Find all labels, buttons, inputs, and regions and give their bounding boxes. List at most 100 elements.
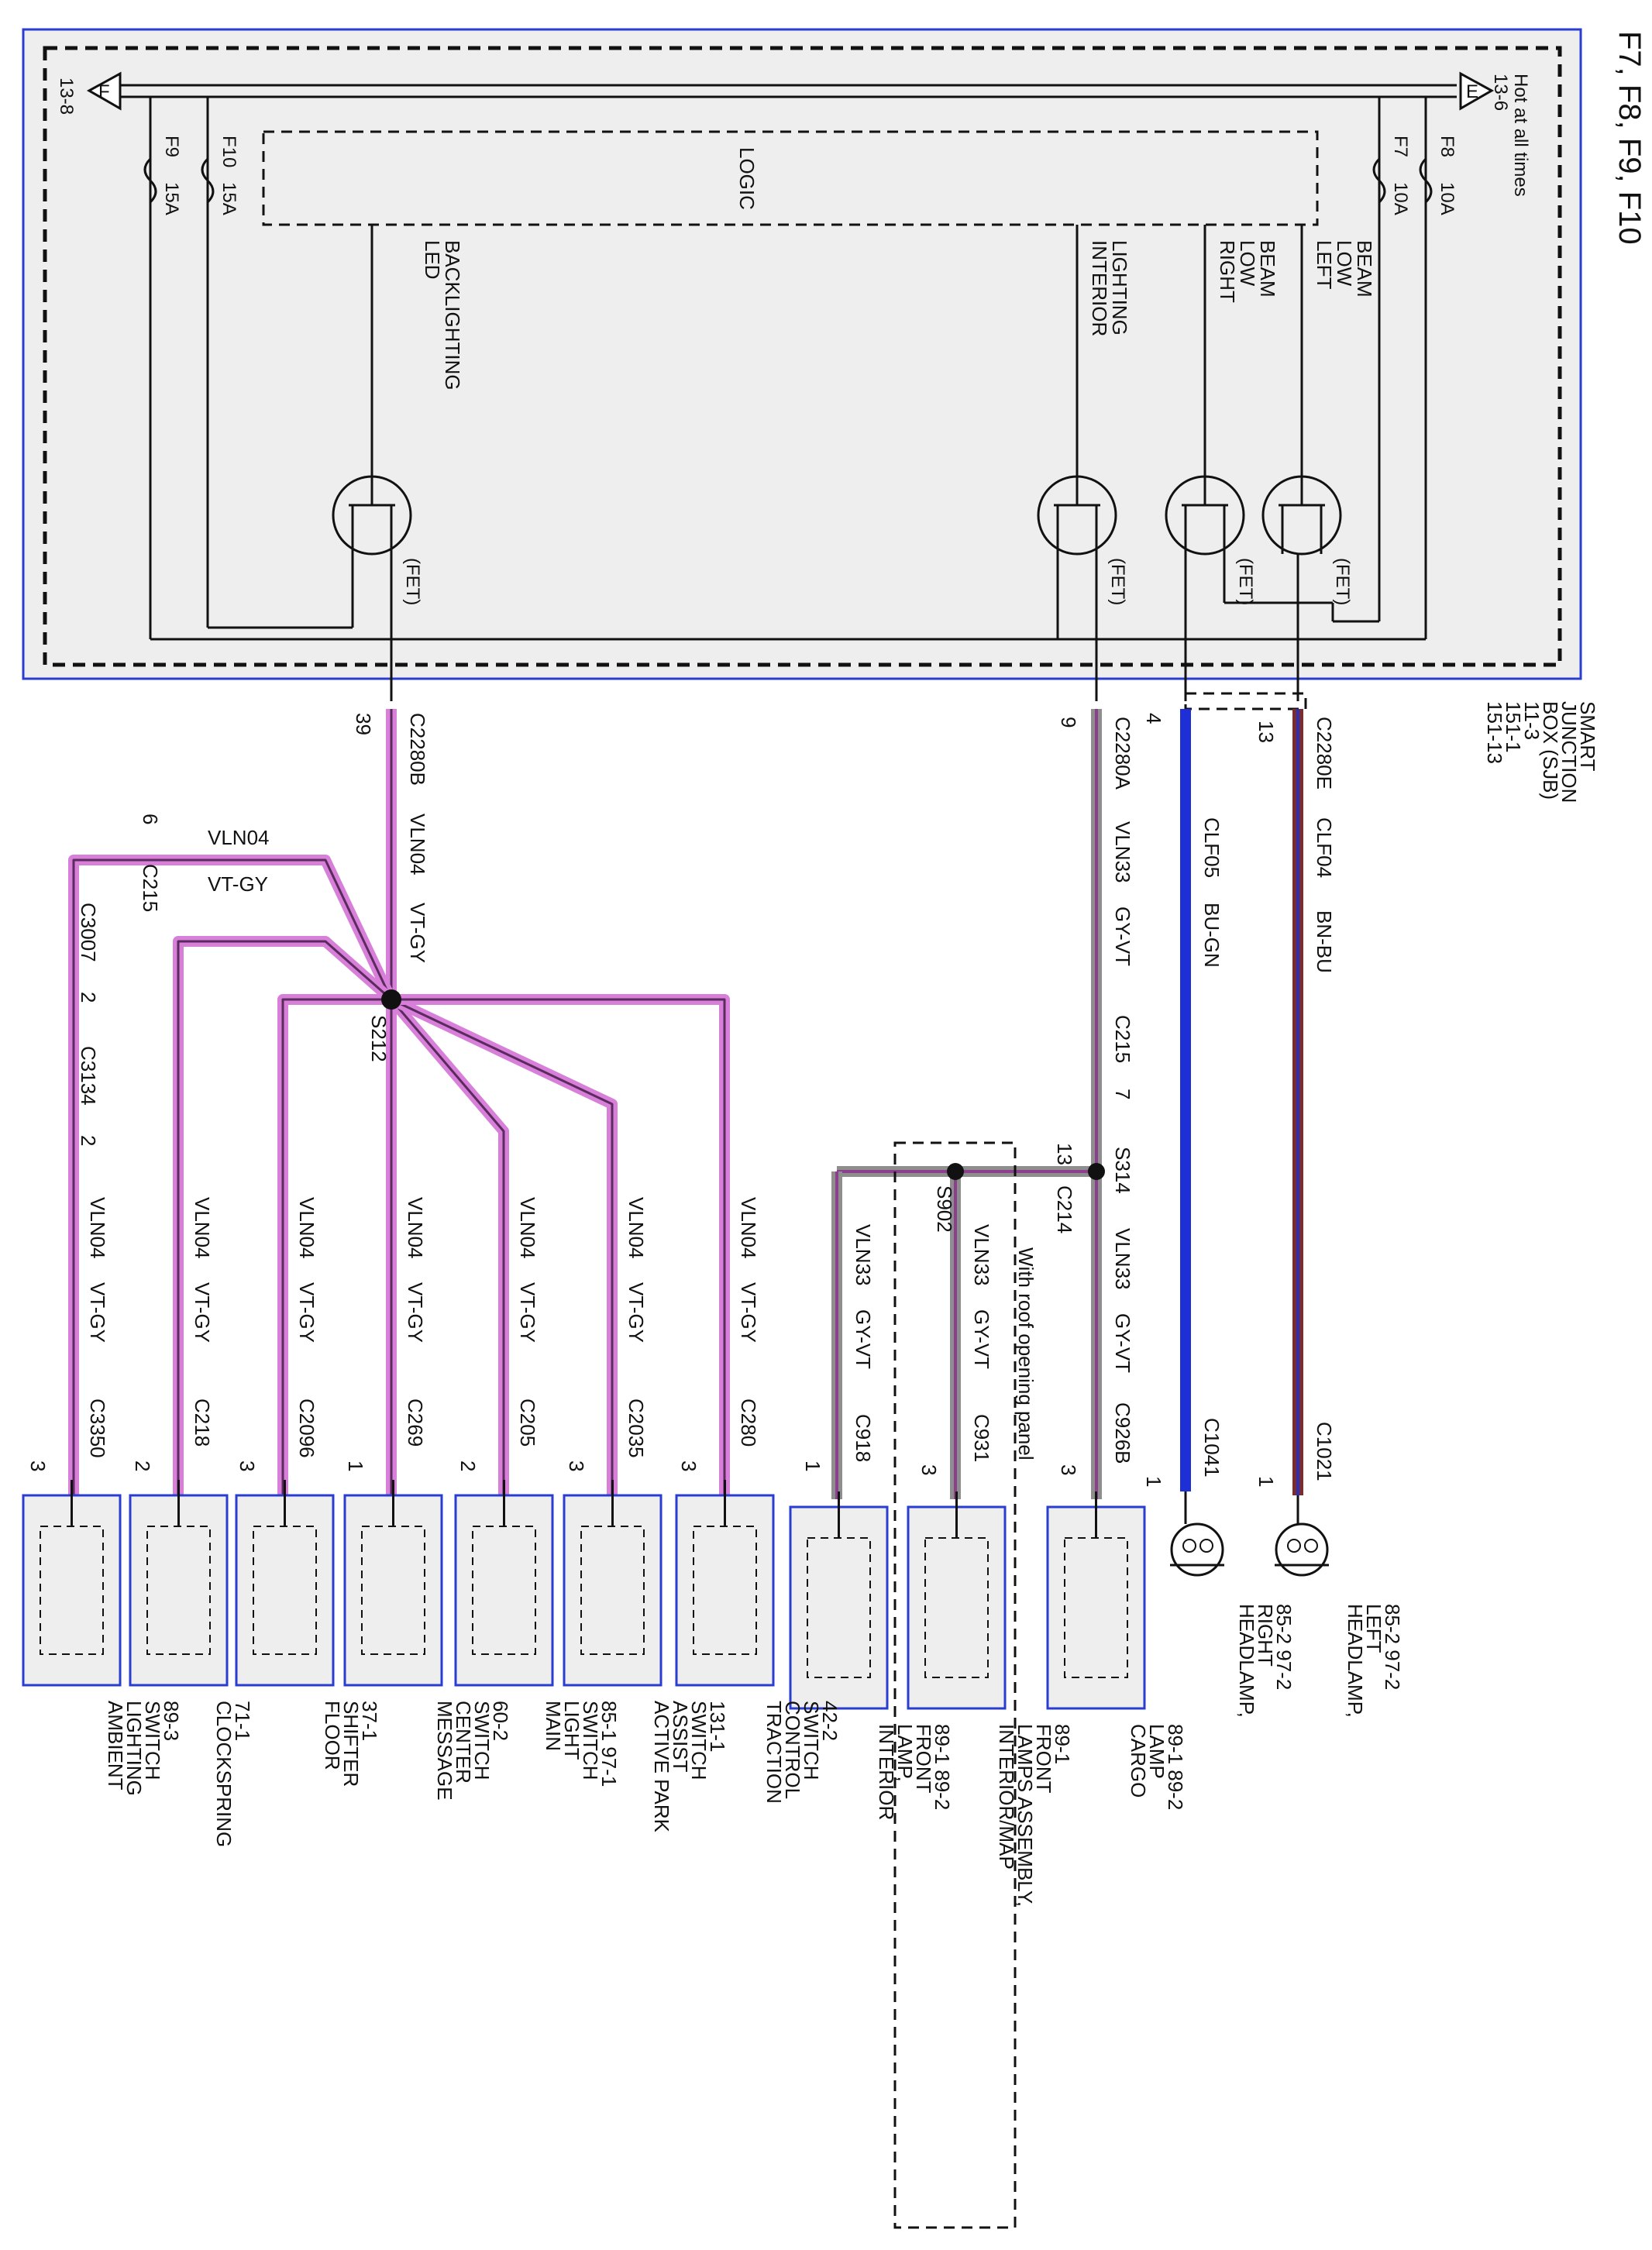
svg-text:10A: 10A — [1437, 182, 1458, 215]
clf05-pin: 4 — [1142, 713, 1165, 724]
svg-text:85-2 97-2: 85-2 97-2 — [1381, 1604, 1404, 1690]
svg-text:VT-GY: VT-GY — [191, 1282, 214, 1343]
svg-text:42-2: 42-2 — [818, 1701, 841, 1741]
label-right-low-beam: RIGHT LOW BEAM — [1216, 240, 1279, 303]
svg-text:E: E — [1466, 81, 1478, 102]
vln04-branch-pin: 2 — [131, 1460, 154, 1471]
fet-left-low-beam: (FET) — [1261, 225, 1353, 701]
svg-text:VT-GY: VT-GY — [406, 903, 429, 963]
svg-text:SWITCH: SWITCH — [141, 1701, 164, 1780]
svg-text:C205: C205 — [516, 1399, 539, 1447]
vln04-trunk-labels: C2280B VLN04 VT-GY — [406, 713, 429, 963]
svg-text:BEAM: BEAM — [1353, 240, 1376, 298]
svg-text:VLN04: VLN04 — [86, 1197, 109, 1259]
svg-text:ASSIST: ASSIST — [669, 1701, 692, 1773]
fet-backlighting: (FET) — [332, 225, 423, 701]
c918-pin: 1 — [801, 1460, 824, 1471]
svg-text:SWITCH: SWITCH — [579, 1701, 602, 1780]
diagram-title: F7, F8, F9, F10 — [1612, 31, 1647, 245]
headlamp-right-icon — [1170, 1491, 1224, 1577]
svg-text:F8: F8 — [1437, 136, 1458, 157]
svg-text:BACKLIGHTING: BACKLIGHTING — [441, 240, 464, 390]
roof-panel-region — [893, 1141, 1017, 2229]
svg-text:VT-GY: VT-GY — [404, 1282, 427, 1343]
svg-text:C931: C931 — [970, 1414, 993, 1462]
svg-text:C1041: C1041 — [1200, 1418, 1224, 1478]
ground-terminal-icon: F — [86, 71, 122, 111]
s902-label: S902 — [933, 1185, 956, 1233]
svg-text:VLN33: VLN33 — [970, 1224, 993, 1286]
fuse-f9: F9 15A — [143, 97, 1426, 641]
svg-text:FRONT: FRONT — [912, 1724, 935, 1794]
s212-label: S212 — [367, 1015, 391, 1062]
svg-text:C3350: C3350 — [86, 1399, 109, 1458]
vln04-top-color: VT-GY — [208, 872, 268, 896]
svg-text:15A: 15A — [219, 182, 239, 215]
svg-text:LEFT: LEFT — [1362, 1604, 1385, 1653]
svg-text:VLN04: VLN04 — [737, 1197, 760, 1259]
fuse-f10: F10 15A — [201, 97, 353, 629]
hot-at-all-times: Hot at all times — [1510, 74, 1531, 197]
svg-text:71-1: 71-1 — [231, 1701, 254, 1741]
svg-text:C1021: C1021 — [1313, 1422, 1336, 1481]
svg-text:(FET): (FET) — [1235, 558, 1256, 605]
svg-text:C280: C280 — [737, 1399, 760, 1447]
splice-s314 — [1088, 1163, 1105, 1180]
svg-text:VLN04: VLN04 — [404, 1197, 427, 1259]
c1041-pin: 1 — [1142, 1476, 1165, 1487]
svg-text:JUNCTION: JUNCTION — [1557, 701, 1581, 803]
fet-right-low-beam: (FET) — [1165, 225, 1256, 701]
label-backlighting-led: BACKLIGHTING LED — [421, 240, 464, 390]
svg-text:F: F — [98, 81, 110, 102]
svg-text:SHIFTER: SHIFTER — [339, 1701, 363, 1787]
vln04-branch-pin: 3 — [677, 1460, 700, 1471]
svg-text:C2280E: C2280E — [1313, 717, 1336, 790]
svg-text:89-1: 89-1 — [1051, 1724, 1074, 1764]
svg-text:37-1: 37-1 — [358, 1701, 381, 1741]
vln04-pin: 39 — [352, 713, 375, 735]
svg-text:GY-VT: GY-VT — [1111, 907, 1134, 966]
c2280-connector-band — [1184, 692, 1307, 710]
label-interior-lighting: INTERIOR LIGHTING — [1088, 240, 1131, 336]
svg-text:F7: F7 — [1390, 136, 1411, 157]
headlamp-left-icon — [1275, 1495, 1329, 1577]
svg-text:VLN33: VLN33 — [1111, 1228, 1134, 1290]
roof-note: With roof opening panel — [1014, 1247, 1038, 1460]
c3007-labels: C3007 2 C3134 2 — [77, 903, 100, 1146]
svg-text:C218: C218 — [191, 1399, 214, 1447]
c215-pin: 6 — [139, 814, 162, 824]
hot-ref: 13-6 — [1490, 74, 1511, 111]
svg-text:11-3: 11-3 — [1520, 701, 1544, 740]
svg-text:LOW: LOW — [1333, 240, 1356, 287]
vln04-wire-core — [281, 998, 391, 1499]
svg-text:LAMPS ASSEMBLY,: LAMPS ASSEMBLY, — [1014, 1724, 1037, 1907]
wire-vln33 — [831, 709, 1102, 1499]
svg-text:VLN04: VLN04 — [625, 1197, 648, 1259]
svg-text:GY-VT: GY-VT — [970, 1309, 993, 1369]
svg-text:F9: F9 — [161, 136, 182, 157]
svg-text:2: 2 — [77, 992, 100, 1003]
svg-text:C2096: C2096 — [295, 1399, 318, 1458]
hot-terminal-icon: E — [1459, 71, 1495, 111]
svg-text:C3007: C3007 — [77, 903, 100, 962]
svg-text:89-1 89-2: 89-1 89-2 — [1164, 1724, 1187, 1810]
svg-text:TRACTION: TRACTION — [762, 1701, 786, 1804]
svg-text:MAIN: MAIN — [542, 1701, 565, 1751]
svg-text:INTERIOR/MAP: INTERIOR/MAP — [995, 1724, 1018, 1870]
svg-text:C215: C215 — [1111, 1015, 1134, 1063]
svg-text:MESSAGE: MESSAGE — [433, 1701, 456, 1801]
vln33-pin: 9 — [1057, 717, 1080, 728]
svg-text:GY-VT: GY-VT — [1111, 1313, 1134, 1373]
svg-text:15A: 15A — [161, 182, 182, 215]
svg-text:C918: C918 — [852, 1414, 875, 1462]
svg-text:CLF05: CLF05 — [1200, 817, 1224, 878]
